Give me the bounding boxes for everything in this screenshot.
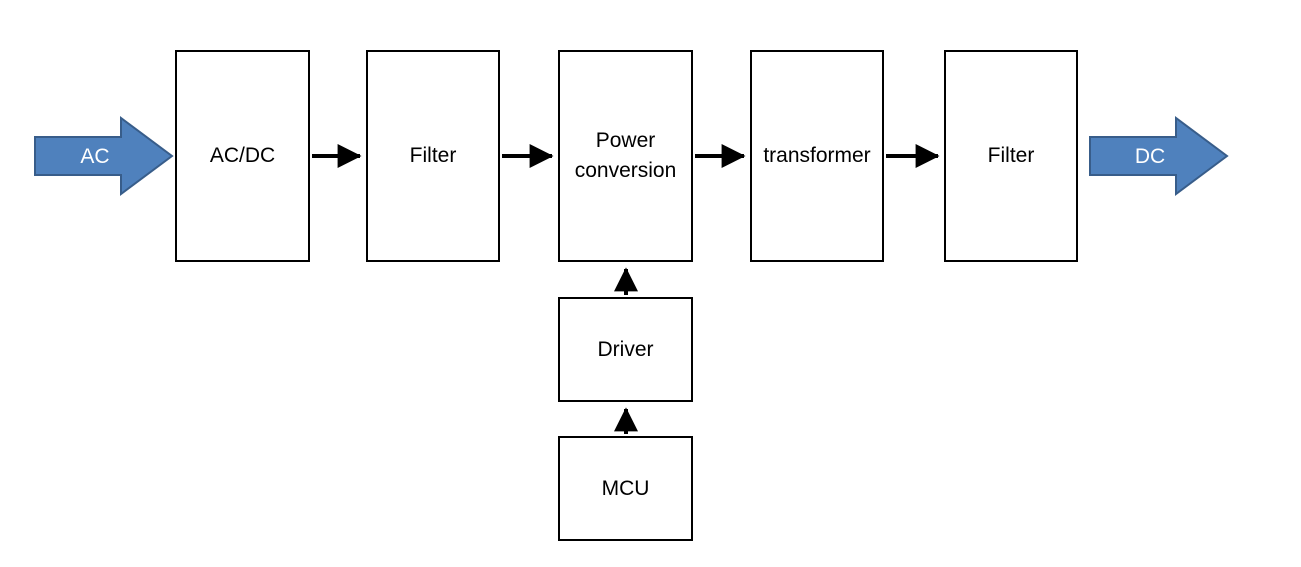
block-power-conversion-label: Power conversion — [574, 129, 677, 182]
block-mcu-label: MCU — [601, 476, 650, 500]
block-transformer[interactable]: transformer — [750, 50, 884, 262]
block-driver[interactable]: Driver — [558, 297, 693, 402]
block-filter-input-label: Filter — [409, 144, 457, 167]
block-filter-output[interactable]: Filter — [944, 50, 1078, 262]
block-acdc-label: AC/DC — [209, 144, 276, 167]
block-driver-label: Driver — [597, 337, 654, 361]
block-transformer-label: transformer — [763, 144, 871, 167]
block-filter-input[interactable]: Filter — [366, 50, 500, 262]
dc-output-label: DC — [1134, 145, 1166, 168]
block-mcu[interactable]: MCU — [558, 436, 693, 541]
ac-input-label: AC — [80, 145, 110, 168]
block-filter-output-label: Filter — [987, 144, 1035, 167]
block-acdc[interactable]: AC/DC — [175, 50, 310, 262]
block-power-conversion[interactable]: Power conversion — [558, 50, 693, 262]
